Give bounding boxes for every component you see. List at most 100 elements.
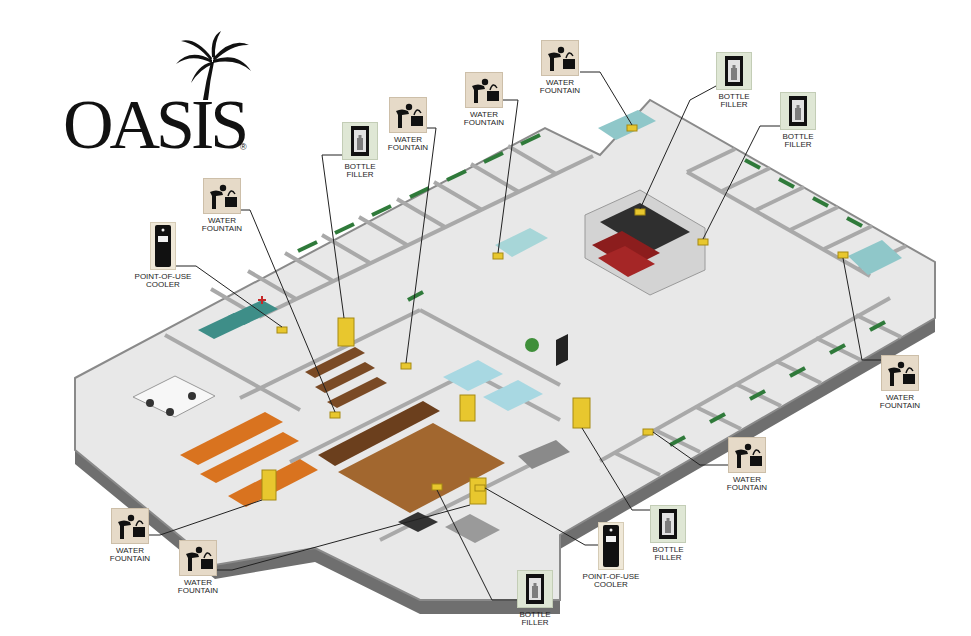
water-arc [136,521,143,526]
icon-ground [781,93,816,130]
wall [359,217,407,245]
icon-ground [112,509,149,544]
restroom [848,240,902,275]
callout-label: WATER FOUNTAIN [173,579,223,596]
callout-label: WATER FOUNTAIN [383,136,433,153]
icon-ground [204,179,241,214]
cool-icon [598,522,624,570]
leader-line [485,488,598,545]
person-head [558,47,564,53]
leader-line [149,500,262,535]
callout-label: BOTTLE FILLER [776,133,820,150]
water-arc [414,110,421,115]
cooler-panel [606,536,616,542]
person-head [128,515,134,521]
cool-icon [150,222,176,270]
chalkboard [410,188,429,197]
callout-label: WATER FOUNTAIN [722,476,772,493]
chair [146,399,154,407]
wf-icon [389,97,427,133]
palm-leaf [181,40,212,61]
wall [687,149,735,172]
person-head [220,185,226,191]
filler-body [659,509,677,539]
filler-body [725,56,743,86]
filler-body [789,96,807,126]
cooler-panel [158,236,168,242]
bf-icon [780,92,816,130]
bottle-filler-unit [262,470,276,500]
fountain-basin [563,59,575,69]
chalkboard [813,198,828,206]
wall [322,235,370,263]
seats [598,246,655,277]
bottle [731,68,737,80]
leader-line [406,128,436,363]
bookshelf [327,377,387,408]
leader-line [241,210,335,412]
marker [698,239,708,245]
chalkboard [750,391,765,399]
filler-bay [662,513,674,535]
bottle [532,586,538,598]
pool [483,380,543,411]
units [262,125,848,504]
leader-lines [149,72,881,600]
filler-bay [728,60,740,82]
cabinet [556,334,568,366]
chalkboard [408,292,423,300]
callout-box: WATER FOUNTAIN [873,355,927,411]
pool [443,360,503,391]
icon-ground [390,98,427,133]
icon-ground [343,123,378,160]
bottle-filler-unit [338,318,354,346]
person-body [210,191,223,210]
seating [228,459,318,507]
callout-box: BOTTLE FILLER [336,122,384,180]
gym-floor [338,423,505,513]
marker [627,125,637,131]
person-head [196,547,202,553]
building [75,100,935,614]
chair [166,408,174,416]
callout-box: WATER FOUNTAIN [195,178,249,234]
marker [475,485,485,491]
leader-line [843,258,881,360]
bottle-cap [797,105,800,108]
marker [432,484,442,490]
person-body [396,110,409,129]
marker [838,252,848,258]
marker [401,363,411,369]
wall [248,271,296,299]
bottle-filler-unit [470,478,486,504]
callout-box: WATER FOUNTAIN [171,540,225,596]
marker [277,327,287,333]
icon-ground [151,223,176,270]
salad-bar [518,440,570,469]
cooler-light [610,529,613,532]
restroom [598,110,656,140]
leader-line [322,155,344,318]
chalkboards [298,135,885,445]
wall [756,187,804,210]
callout-box: BOTTLE FILLER [644,505,692,563]
cooler-light [162,229,165,232]
water-arc [906,368,913,373]
callout-box: WATER FOUNTAIN [720,437,774,493]
logo-wordmark: OASIS [63,90,245,160]
leader-line [437,490,517,600]
wall [240,310,420,398]
fountain-basin [201,559,213,569]
icon-ground [542,41,579,76]
icon-ground [518,571,553,608]
chalkboard [779,179,794,187]
water-arc [753,450,760,455]
icon-ground [599,523,624,570]
rooms [133,110,902,543]
person-head [406,104,412,110]
chalkboard [710,414,725,422]
callout-label: BOTTLE FILLER [513,611,557,628]
chalkboard [484,153,503,162]
